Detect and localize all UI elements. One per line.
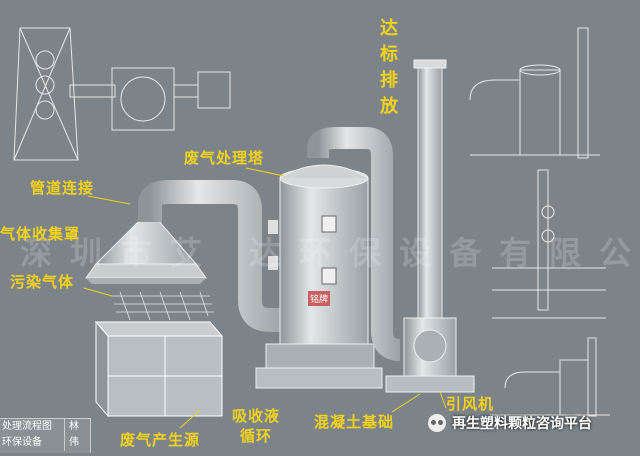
label-gas-source: 废气产生源: [120, 431, 201, 449]
filter-mesh: [112, 291, 214, 321]
treatment-tower: [255, 164, 383, 389]
title-block: 处理流程图 林 环保设备 伟: [0, 418, 91, 453]
title-block-cell: 处理流程图: [0, 419, 65, 435]
title-block-cell: 伟: [69, 437, 79, 448]
label-polluted-gas: 污染气体: [10, 273, 75, 291]
chimney-stack: [413, 59, 447, 321]
tower-nameplate: 铭牌: [308, 291, 331, 306]
label-concrete-base: 混凝土基础: [314, 413, 395, 431]
title-block-cell: 林: [69, 421, 79, 432]
label-pipe-connect: 管道连接: [30, 179, 95, 197]
label-gas-collector: 气体收集罩: [0, 225, 81, 243]
brand-text: 再生塑料颗粒咨询平台: [452, 416, 592, 432]
label-treatment-tower: 废气处理塔: [184, 149, 265, 167]
plan-view: [13, 27, 231, 161]
title-block-row: 环保设备 伟: [0, 435, 90, 451]
gas-source-box: [94, 320, 224, 418]
watermark-text: 深圳市艾 达环保设备有限公司: [20, 234, 640, 272]
pointer-lines: [83, 167, 447, 429]
connection-duct: [138, 180, 286, 332]
title-block-row: 处理流程图 林: [0, 419, 90, 435]
title-block-cell: 环保设备: [0, 435, 65, 451]
label-fan: 引风机: [446, 395, 495, 413]
wechat-icon: [428, 414, 446, 432]
label-discharge: 达标排放: [380, 18, 398, 117]
mini-diagram-top: [469, 27, 600, 159]
exhaust-duct: [307, 127, 401, 361]
mini-diagram-bottom: [490, 337, 610, 417]
label-absorbent-1: 吸收液: [232, 407, 281, 425]
brand-badge: 再生塑料颗粒咨询平台: [428, 412, 592, 434]
label-absorbent-2: 循环: [240, 427, 273, 445]
induced-draft-fan: [385, 317, 475, 393]
mini-diagram-mid: [492, 169, 606, 319]
gas-collector-hood: [85, 219, 207, 284]
